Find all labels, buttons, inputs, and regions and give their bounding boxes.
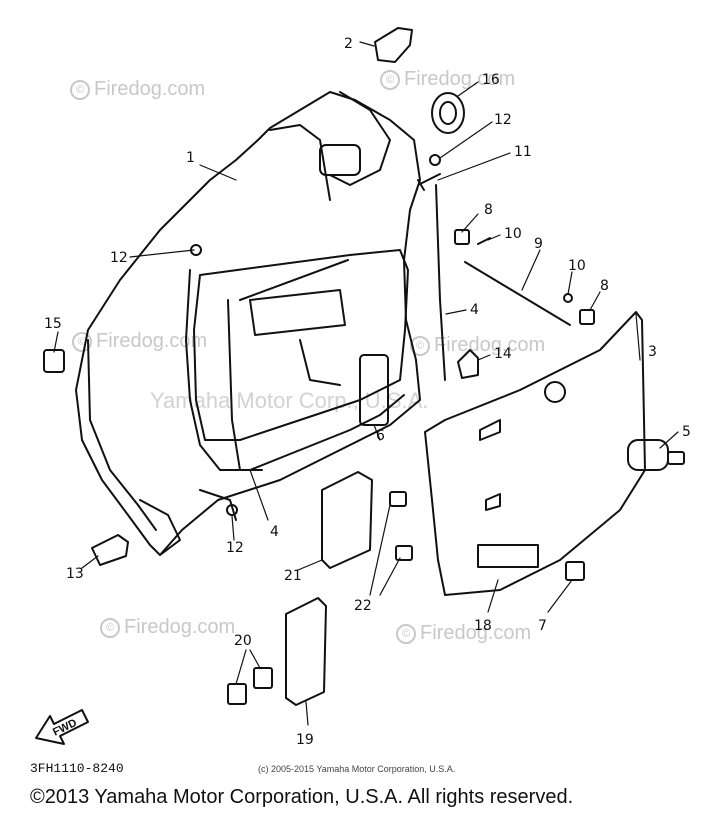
callout-5: 5 <box>682 424 691 440</box>
callout-17: 16 <box>482 72 500 88</box>
callout-9: 9 <box>534 236 543 252</box>
callout-16: 15 <box>44 316 62 332</box>
part-8-clip <box>454 229 470 245</box>
callout-22: 22 <box>354 598 372 614</box>
watermark-firedog: ©Firedog.com <box>396 622 531 645</box>
part-2-bracket <box>374 27 413 63</box>
footer-copyright: ©2013 Yamaha Motor Corporation, U.S.A. A… <box>30 786 574 808</box>
part-10-bolt <box>563 293 573 303</box>
callout-11: 11 <box>514 144 532 160</box>
callout-10: 10 <box>568 258 586 274</box>
callout-2: 2 <box>344 36 353 52</box>
leader-lines <box>53 41 679 726</box>
callout-7: 7 <box>538 618 547 634</box>
callout-4: 4 <box>470 302 479 318</box>
part-6-pad <box>359 354 389 426</box>
callout-1: 1 <box>186 150 195 166</box>
callout-18: 18 <box>474 618 492 634</box>
part-1-cowling <box>75 91 421 556</box>
diagram-code: 3FH1110-8240 <box>30 761 124 776</box>
callout-10: 10 <box>504 226 522 242</box>
part-15-clip <box>457 349 479 379</box>
callout-12: 12 <box>494 112 512 128</box>
callout-3: 3 <box>648 344 657 360</box>
part-22-pad <box>389 491 407 507</box>
callout-21: 21 <box>284 568 302 584</box>
small-copyright: (c) 2005-2015 Yamaha Motor Corporation, … <box>258 764 456 774</box>
callout-8: 8 <box>484 202 493 218</box>
watermark-firedog: ©Firedog.com <box>100 616 235 639</box>
callout-13: 12 <box>110 250 128 266</box>
part-16-clip <box>43 349 65 373</box>
callout-labels: 2 16 12 11 1 8 10 9 12 10 8 4 15 14 3 5 … <box>44 36 691 748</box>
callout-6: 6 <box>376 428 385 444</box>
part-5-lock <box>627 439 685 471</box>
callout-13: 12 <box>226 540 244 556</box>
part-9-rod <box>464 261 571 326</box>
fwd-arrow-icon: FWD <box>35 709 89 745</box>
part-10-bolt <box>477 237 491 245</box>
part-12-cap <box>429 154 441 166</box>
watermark-firedog: ©Firedog.com <box>380 68 515 91</box>
fwd-label: FWD <box>51 717 79 739</box>
callout-20: 20 <box>234 633 252 649</box>
part-19-panel <box>285 597 327 706</box>
part-21-plate <box>321 471 373 569</box>
callout-8: 8 <box>600 278 609 294</box>
callout-4: 4 <box>270 524 279 540</box>
part-3-cover <box>424 311 646 596</box>
part-17-grommet <box>431 92 465 134</box>
watermark-firedog: ©Firedog.com <box>72 330 207 353</box>
callout-14: 13 <box>66 566 84 582</box>
part-7-pad <box>565 561 585 581</box>
part-20-clip <box>253 667 273 689</box>
callout-19: 19 <box>296 732 314 748</box>
part-8-clip <box>579 309 595 325</box>
part-11-bolt <box>417 173 441 191</box>
part-22-pad <box>395 545 413 561</box>
part-20-clip <box>227 683 247 705</box>
part-4-seal <box>239 259 349 301</box>
callout-15: 14 <box>494 346 512 362</box>
watermark-firedog: ©Firedog.com <box>70 78 205 101</box>
part-4-seal <box>227 299 263 471</box>
part-14-bracket <box>91 534 129 566</box>
watermark-firedog: ©Firedog.com <box>410 334 545 357</box>
part-4-seal <box>435 184 446 381</box>
